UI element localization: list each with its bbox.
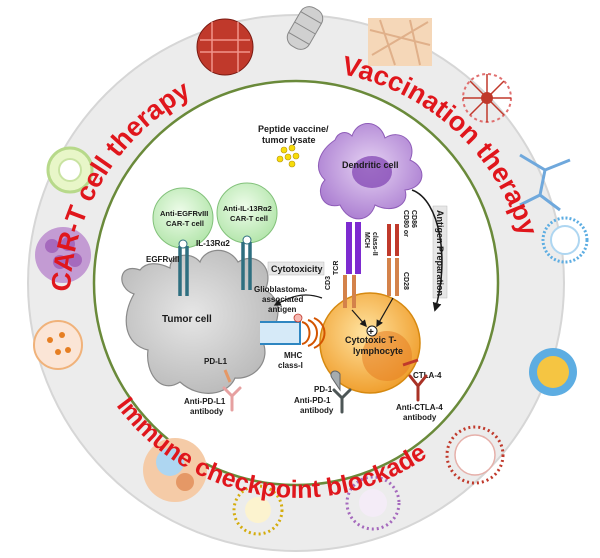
peptide-vaccine-label-2: tumor lysate (262, 135, 316, 145)
car-t-cell-il13 (216, 182, 278, 244)
mhc-class-i-label-1: MHC (284, 351, 302, 360)
antigen-arrow (411, 189, 443, 312)
anti-pd1-label-1: Anti-PD-1 (294, 396, 331, 405)
anti-il13-label-1: Anti-IL-13Rα2 (223, 204, 272, 213)
cell-image-icon (143, 438, 207, 502)
mch-label-2: class-II (371, 232, 378, 256)
dendrimer-icon (462, 73, 512, 123)
anti-il13-label-2: CAR-T cell (230, 214, 268, 223)
signal-plus: + (368, 327, 374, 338)
tcr-receptor (343, 275, 356, 308)
mhc-class-i-receptor (260, 321, 301, 345)
mhc-class-ii-bar-1 (346, 222, 352, 274)
peptide-particles (276, 144, 300, 168)
ctl-label-2: lymphocyte (353, 346, 403, 356)
cd80-receptor (387, 224, 399, 256)
cd3-label: CD3 (325, 276, 332, 290)
tcr-label: TCR (333, 261, 340, 275)
cytotoxicity-label: Cytotoxicity (271, 264, 323, 274)
cd28-label: CD28 (402, 272, 409, 290)
gbm-antigen-label-2: associated (262, 295, 303, 304)
anti-ctla4-label-2: antibody (403, 413, 437, 422)
nanoparticle-mesh-icon (196, 18, 254, 76)
ctla4-label: CTLA-4 (413, 371, 442, 380)
anti-pdl1-label-1: Anti-PD-L1 (184, 397, 226, 406)
ctla4-receptor (402, 358, 419, 367)
anti-ctla4-antibody-icon (408, 374, 428, 402)
car-receptor-egfrviii-head (178, 239, 188, 249)
mhc-class-ii-bar-2 (355, 222, 361, 274)
cd80-label-1: CD80 or (402, 210, 409, 237)
t-cell-nucleus (362, 331, 412, 381)
anti-pd1-antibody-icon (332, 388, 352, 414)
pd1-label: PD-1 (314, 385, 333, 394)
micelle-gold-icon (232, 484, 284, 536)
cd80-label-2: CD86 (410, 210, 417, 228)
car-receptor-il13-head (242, 235, 252, 245)
gbm-antigen-label-1: Glioblastoma- (254, 285, 308, 294)
ctl-label-1: Cytotoxic T- (345, 335, 397, 345)
cytotoxicity-box (267, 261, 325, 276)
dendritic-nucleus (352, 156, 392, 188)
pdl1-receptor (223, 369, 232, 383)
signal-arrow-left (351, 309, 367, 328)
anti-pd1-label-2: antibody (300, 406, 334, 415)
mch-label-1: MCH (363, 232, 370, 248)
core-shell-icon (46, 146, 94, 194)
pd1-receptor (330, 370, 341, 392)
micelle-yellow-icon (529, 348, 577, 396)
cytotoxicity-arrow (273, 294, 323, 306)
car-receptor-egfrviii (178, 246, 189, 296)
antigen-dot (293, 313, 303, 323)
il13ra2-label: IL-13Rα2 (196, 239, 230, 248)
mhc-class-i-label-2: class-I (278, 361, 303, 370)
peptide-vaccine-label-1: Peptide vaccine/ (258, 124, 329, 134)
tcr-binding-rings (301, 317, 326, 349)
nanoparticle-decorations (33, 6, 589, 536)
micelle-purple-icon (345, 475, 401, 531)
car-receptor-il13 (241, 242, 252, 290)
pdl1-label: PD-L1 (204, 357, 228, 366)
cd28-receptor (387, 258, 399, 296)
anti-egfrviii-label-1: Anti-EGFRvIII (160, 209, 208, 218)
signal-plus-circle (366, 325, 378, 337)
liposome-red-icon (445, 425, 505, 485)
fiber-mesh-icon (368, 18, 432, 66)
nanocluster-purple-icon (35, 227, 91, 283)
branched-polymer-icon (519, 153, 571, 212)
signal-arrow-right (376, 297, 394, 328)
anti-egfrviii-label-2: CAR-T cell (166, 219, 204, 228)
dendritic-cell-label: Dendritic cell (342, 160, 399, 170)
tumor-cell-label: Tumor cell (162, 314, 212, 325)
antigen-preparation-box (432, 205, 448, 299)
antigen-preparation-label: Antigen Preparation (435, 210, 445, 296)
liposome-blue-icon (541, 216, 589, 264)
anti-ctla4-label-1: Anti-CTLA-4 (396, 403, 443, 412)
anti-pdl1-antibody-icon (222, 386, 242, 412)
nanotube-icon (286, 6, 324, 50)
gbm-antigen-label-3: antigen (268, 305, 297, 314)
anti-pdl1-label-2: antibody (190, 407, 224, 416)
liposome-dotted-icon (33, 320, 83, 370)
egfrviii-label: EGFRvIII (146, 255, 179, 264)
